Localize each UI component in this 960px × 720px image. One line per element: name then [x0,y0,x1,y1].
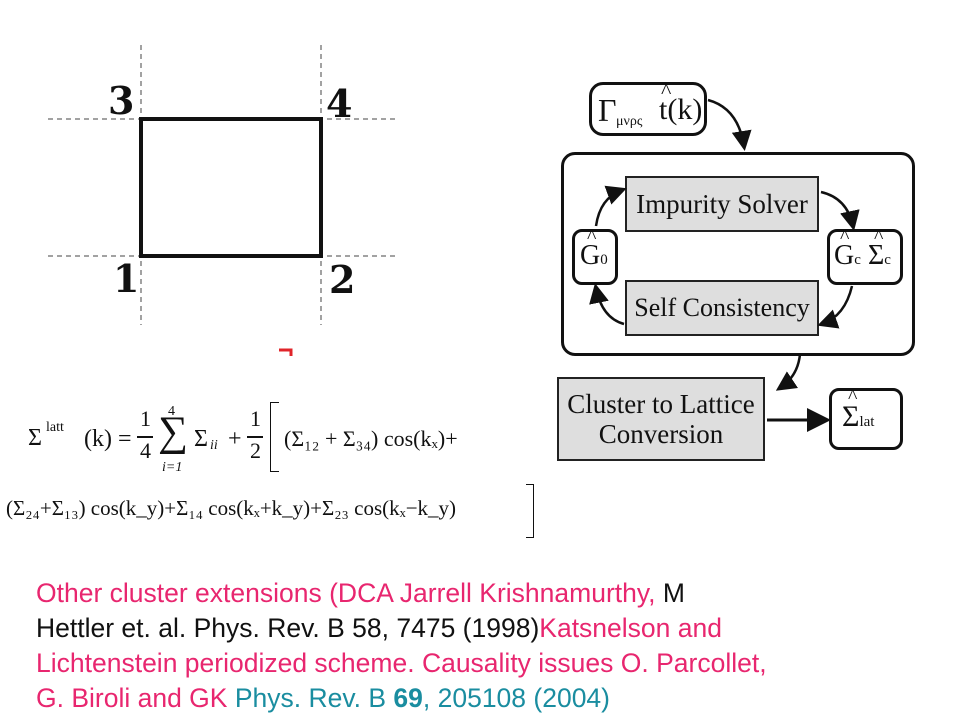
eq-frac2-den: 2 [250,438,261,463]
cluster-to-lattice-line2: Conversion [598,419,724,449]
t-hat: ^ [661,78,672,103]
eq-lhs-sigma: Σ [28,425,42,451]
g0-symbol: G0 [580,240,608,271]
equation-line2: (Σ₂₄+Σ₁₃) cos(k_y)+Σ₁₄ cos(kₓ+k_y)+Σ₂₃ c… [6,496,456,521]
sigma-lat-symbol: Σlat [842,400,875,433]
red-marker [279,348,293,356]
site-label-4: 4 [326,81,353,126]
eq-lhs-sup: latt [46,420,64,435]
arrow-input-to-loop [707,98,752,151]
plaquette-diagram [48,45,398,356]
eq-left-bracket [270,402,279,472]
gamma-symbol: Γ [598,92,617,128]
eq-sum-symbol: ∑ [158,409,188,455]
t-of-k: t(k) [659,93,703,126]
self-consistency-box: Self Consistency [625,280,819,336]
site-label-3: 3 [108,78,135,123]
eq-frac1-den: 4 [140,438,151,463]
gamma-subscript: μνρς [616,114,643,129]
caption-part2: M [662,578,685,608]
g0-hat: ^ [587,226,597,248]
caption-part7: Phys. Rev. B [234,683,394,713]
plaquette-square [139,117,323,258]
gc-symbol: Gc [834,240,861,271]
sigma-lat-box [829,388,903,450]
eq-term-ii: Σ [194,426,208,452]
eq-term-ii-sub: ii [210,438,218,453]
arrow-g0-to-solver [594,185,627,227]
sigmac-hat: ^ [874,226,884,248]
caption-part3: Hettler et. al. Phys. Rev. B 58, 7475 (1… [36,613,540,643]
eq-plus: + [228,426,242,452]
caption-part8: 69 [393,683,423,713]
cluster-to-lattice-box: Cluster to Lattice Conversion [557,377,765,461]
equation-line1: Σ latt (k) = 1 4 4 ∑ i=1 Σ ii + 1 2 (Σ₁₂… [28,400,548,480]
cluster-to-lattice-line1: Cluster to Lattice [567,389,755,419]
caption-part9: , 205108 (2004) [422,683,610,713]
eq-right-bracket [526,484,534,538]
eq-sum-top: 4 [168,404,175,419]
eq-line2-text: (Σ₂₄+Σ₁₃) cos(k_y)+Σ₁₄ cos(kₓ+k_y)+Σ₂₃ c… [6,496,457,520]
eq-frac1-num: 1 [140,406,151,431]
arrow-consistency-to-g0 [589,283,625,326]
sigmac-symbol: Σc [868,240,891,271]
eq-lhs-arg: (k) = [84,426,132,452]
gc-sigmac-box [827,229,903,285]
arrow-gc-to-consistency [817,285,854,329]
input-box [589,82,707,136]
caption-part6: G. Biroli and GK [36,683,235,713]
site-label-1: 1 [113,256,140,301]
gc-hat: ^ [840,226,850,248]
reference-caption: Other cluster extensions (DCA Jarrell Kr… [36,576,936,716]
eq-line1-rest: (Σ₁₂ + Σ₃₄) cos(kₓ)+ [284,426,458,451]
site-label-2: 2 [329,257,356,302]
caption-part1: Other cluster extensions (DCA Jarrell Kr… [36,578,663,608]
eq-frac2-num: 1 [250,406,261,431]
eq-sum-bottom: i=1 [162,460,183,475]
flow-arrows [589,98,860,432]
caption-part5: Lichtenstein periodized scheme. Causalit… [36,648,767,678]
eq-frac1-bar [137,436,153,438]
caption-part4: Katsnelson and [539,613,722,643]
arrow-solver-to-gc [820,190,860,231]
arrow-loop-to-conversion [775,353,802,391]
eq-frac2-bar [247,436,263,438]
sigma-lat-hat: ^ [848,386,858,408]
